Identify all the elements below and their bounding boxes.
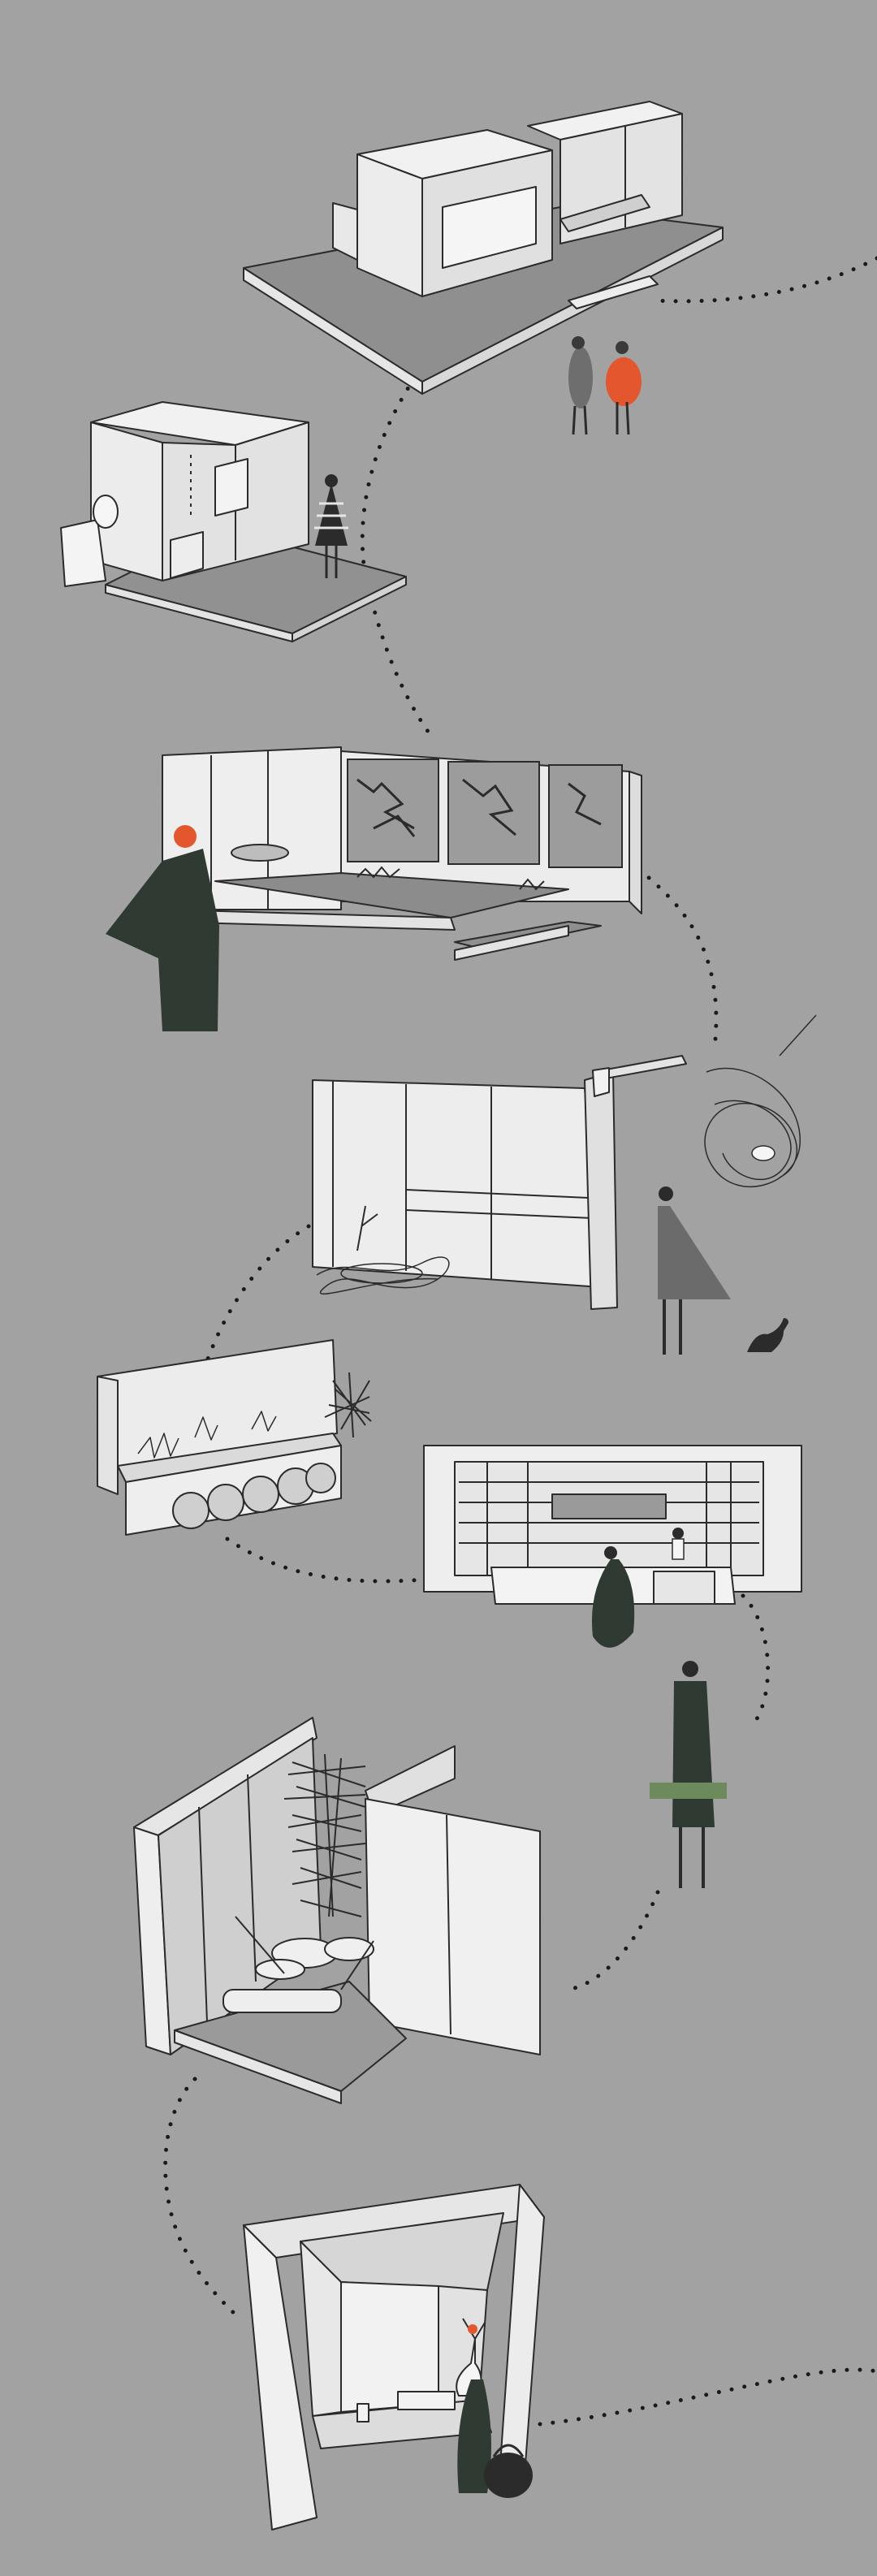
couple-figures bbox=[568, 336, 642, 435]
abstract-paintings bbox=[347, 759, 623, 891]
vase-and-figure bbox=[456, 2318, 533, 2498]
scribble-plant bbox=[324, 1372, 372, 1438]
striped-dress-figure bbox=[314, 474, 348, 578]
house-model-scene bbox=[243, 101, 724, 395]
fan-row bbox=[172, 1463, 336, 1529]
sculpture-room-scene bbox=[60, 401, 407, 642]
scribble-branches bbox=[316, 1256, 450, 1294]
alcove-vase-scene bbox=[243, 2184, 545, 2531]
branch-pile bbox=[222, 1753, 374, 2013]
scribble-light bbox=[704, 1014, 817, 1188]
partition-wall-scene bbox=[312, 1055, 687, 1310]
counter-people bbox=[591, 1528, 727, 1888]
cloaked-figure bbox=[106, 825, 219, 1031]
shelving-counter-scene bbox=[423, 1445, 802, 1605]
person-with-dog bbox=[658, 1186, 788, 1355]
